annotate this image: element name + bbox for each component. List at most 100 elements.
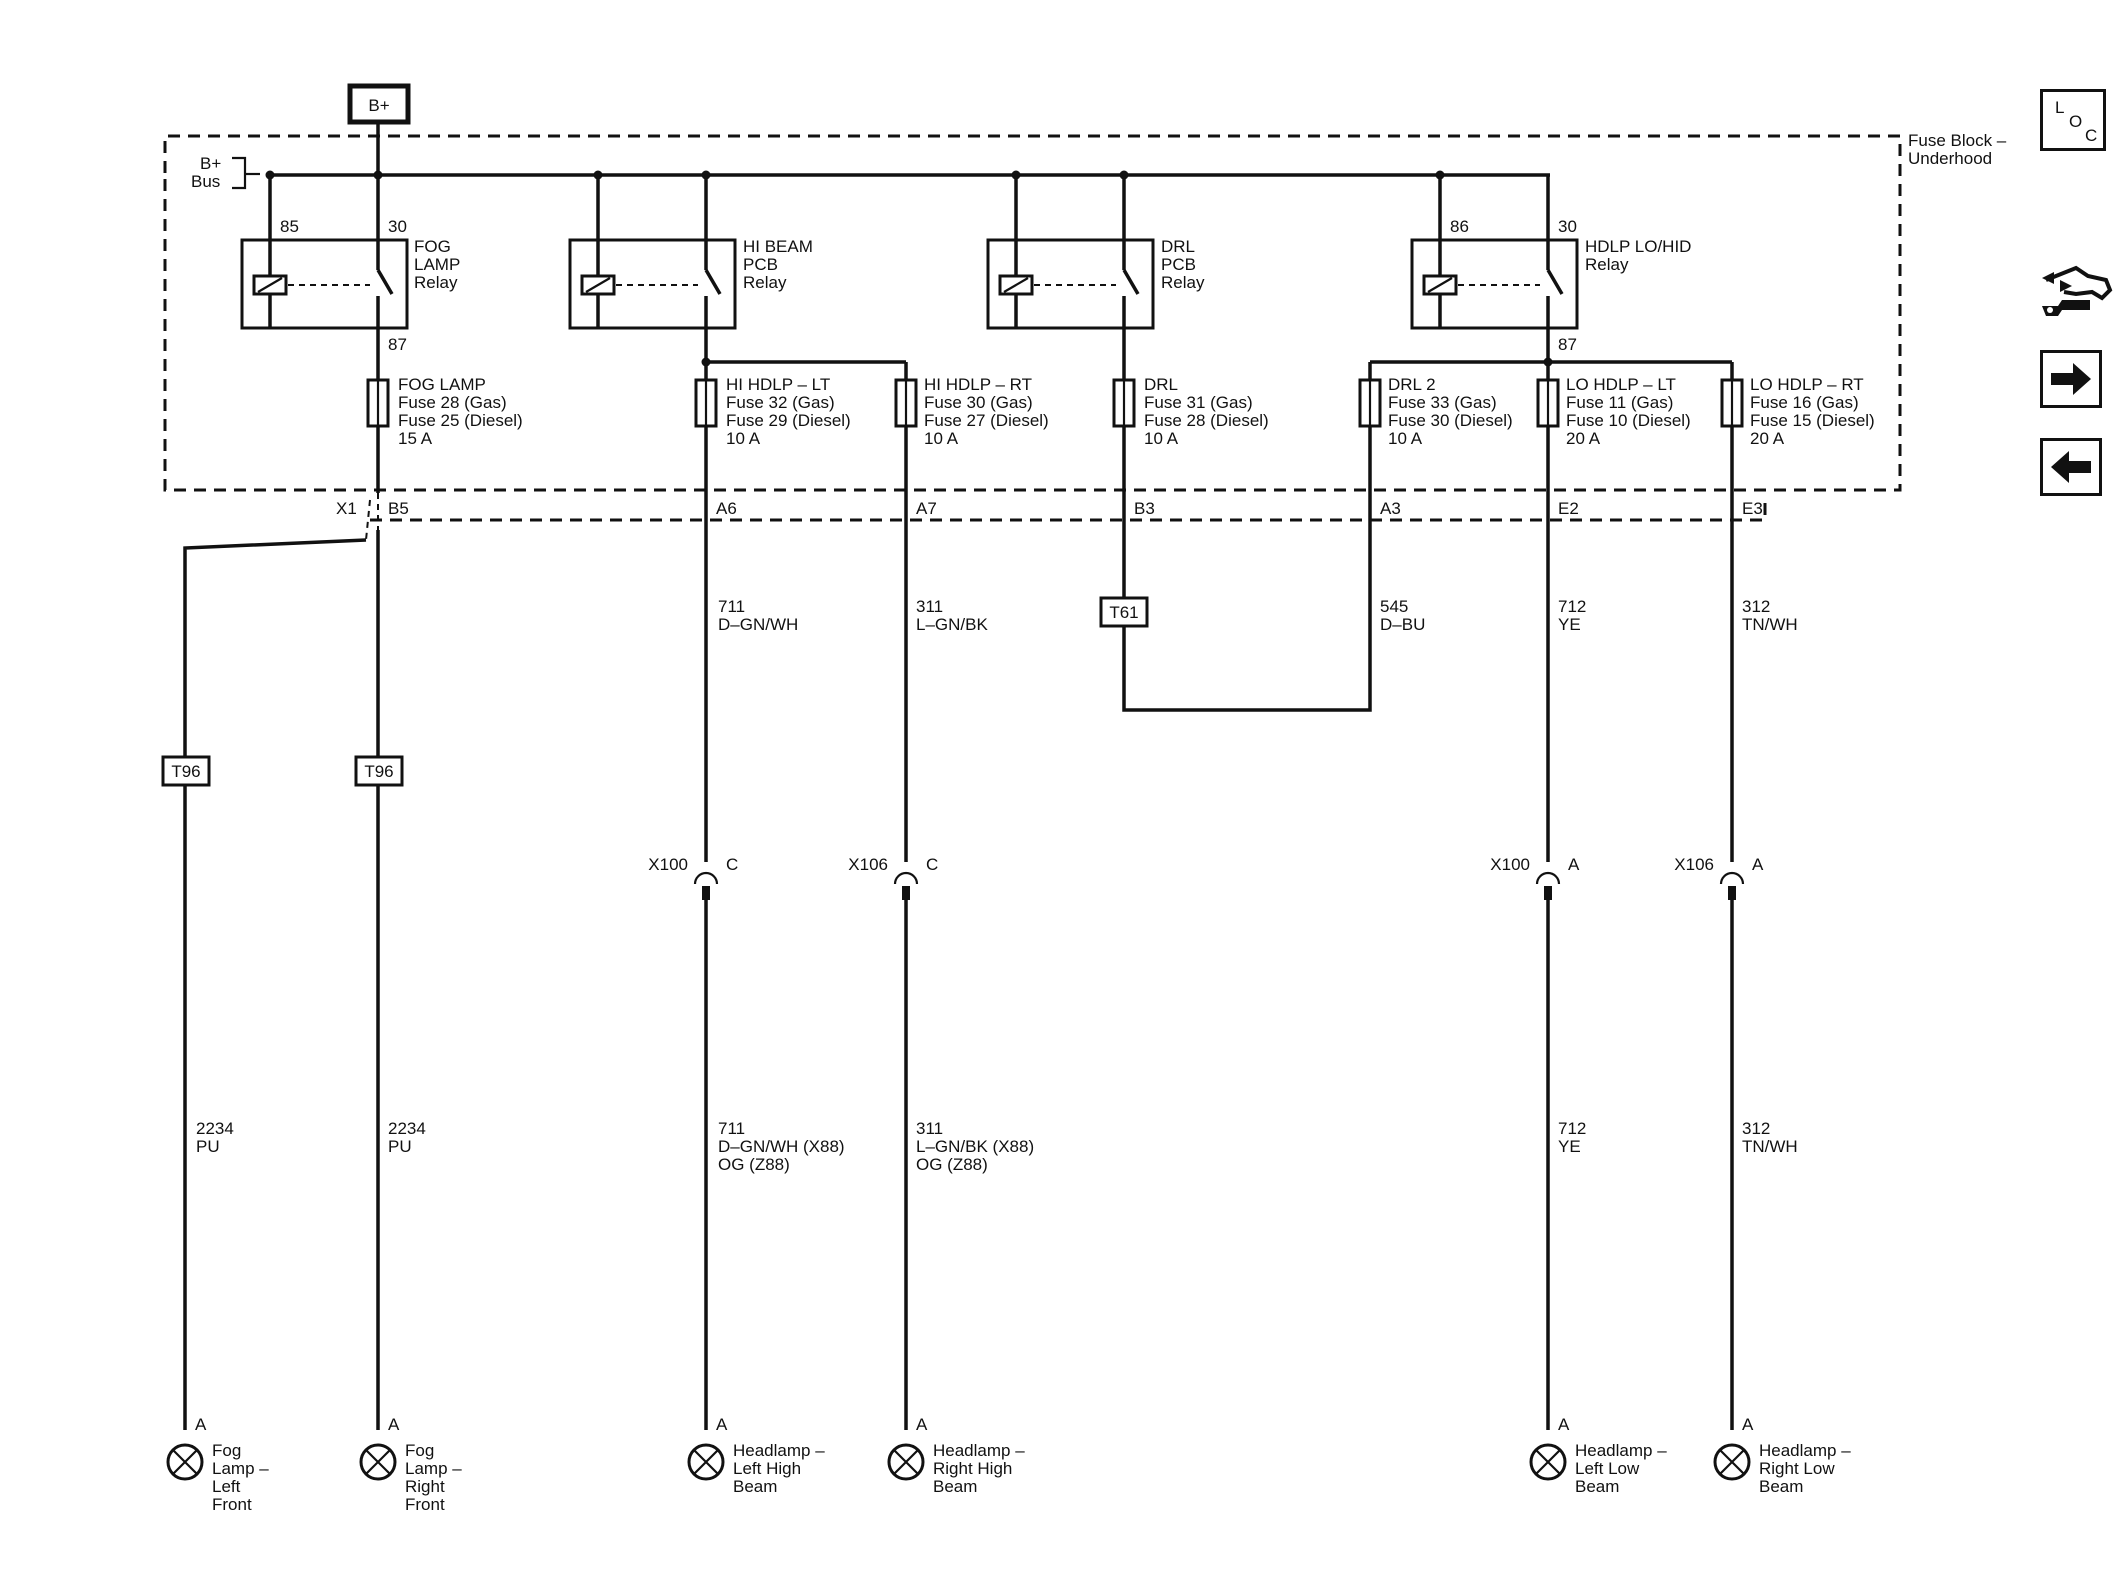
fuse-drl: DRL Fuse 31 (Gas) Fuse 28 (Diesel) 10 A — [1112, 375, 1269, 448]
fuse-drl-line-3: Fuse 28 (Diesel) — [1144, 411, 1269, 430]
lamp-right-low-pin: A — [1742, 1415, 1754, 1434]
relay-fog-pin-left: 85 — [280, 217, 299, 236]
fuse-lo-hdlp-rt: LO HDLP – RT Fuse 16 (Gas) Fuse 15 (Dies… — [1720, 375, 1875, 448]
lamp-headlamp-right-high: A Headlamp – Right High Beam — [887, 1415, 1025, 1496]
wire-lower-3-b: D–GN/WH (X88) — [718, 1137, 845, 1156]
splice-t96-left-label: T96 — [171, 762, 200, 781]
wire-lower-1-b: PU — [196, 1137, 220, 1156]
lamp-fog-left-front: A Fog Lamp – Left Front — [166, 1415, 269, 1514]
fuse-drl-line-4: 10 A — [1144, 429, 1179, 448]
lamp-right-high-line-3: Beam — [933, 1477, 977, 1496]
wire-712-color: YE — [1558, 615, 1581, 634]
bus-label-2: Bus — [191, 172, 220, 191]
lamp-right-low-line-1: Headlamp – — [1759, 1441, 1851, 1460]
wire-lower-2-b: PU — [388, 1137, 412, 1156]
lamp-left-low-line-3: Beam — [1575, 1477, 1619, 1496]
splice-t96-right-label: T96 — [364, 762, 393, 781]
relay-hdlp-label-1: HDLP LO/HID — [1585, 237, 1691, 256]
lamp-fog-right-line-4: Front — [405, 1495, 445, 1514]
b-plus-input: B+ — [347, 83, 411, 175]
fuse-fog-line-4: 15 A — [398, 429, 433, 448]
arrow-right-icon — [2051, 363, 2091, 395]
fuse-hi-lt-line-2: Fuse 32 (Gas) — [726, 393, 835, 412]
connector-x100-a: X100 A — [1490, 855, 1580, 900]
lamp-fog-left-pin: A — [195, 1415, 207, 1434]
fuse-lo-lt-line-3: Fuse 10 (Diesel) — [1566, 411, 1691, 430]
loc-letter-l: L — [2055, 98, 2065, 117]
fuse-drl-2: DRL 2 Fuse 33 (Gas) Fuse 30 (Diesel) 10 … — [1358, 375, 1513, 448]
wire-712-circuit: 712 — [1558, 597, 1586, 616]
x106-a-pin: A — [1752, 855, 1764, 874]
fuse-hi-rt-line-3: Fuse 27 (Diesel) — [924, 411, 1049, 430]
pin-a7: A7 — [916, 499, 937, 518]
b-plus-label: B+ — [368, 96, 389, 115]
lamp-fog-left-line-4: Front — [212, 1495, 252, 1514]
pin-a6: A6 — [716, 499, 737, 518]
lamp-right-low-line-2: Right Low — [1759, 1459, 1835, 1478]
lamp-fog-right-line-2: Lamp – — [405, 1459, 462, 1478]
wire-labels-lower: 2234 PU 2234 PU 711 D–GN/WH (X88) OG (Z8… — [196, 1119, 1798, 1174]
connector-tool-icon — [2042, 265, 2113, 316]
relay-hi-beam-label-3: Relay — [743, 273, 787, 292]
lamp-left-low-line-2: Left Low — [1575, 1459, 1640, 1478]
pin-a3: A3 — [1380, 499, 1401, 518]
pin-e2: E2 — [1558, 499, 1579, 518]
relay-drl-label-3: Relay — [1161, 273, 1205, 292]
lamp-right-high-line-2: Right High — [933, 1459, 1012, 1478]
relay-outputs — [376, 328, 1734, 380]
lamp-fog-left-line-3: Left — [212, 1477, 241, 1496]
fuse-hi-lt-line-1: HI HDLP – LT — [726, 375, 830, 394]
lamp-headlamp-left-low: A Headlamp – Left Low Beam — [1529, 1415, 1667, 1496]
location-button[interactable]: L O C — [2040, 89, 2106, 151]
lamps: A Fog Lamp – Left Front A Fog Lamp – Rig… — [166, 1415, 1851, 1514]
lamp-right-high-pin: A — [916, 1415, 928, 1434]
x106-c-pin: C — [926, 855, 938, 874]
wire-lower-5-a: 712 — [1558, 1119, 1586, 1138]
fuse-drl2-line-3: Fuse 30 (Diesel) — [1388, 411, 1513, 430]
fuse-block-outline: Fuse Block – Underhood — [163, 131, 2007, 522]
x100-c-name: X100 — [648, 855, 688, 874]
fuse-block-label-2: Underhood — [1908, 149, 1992, 168]
relay-fog-label-2: LAMP — [414, 255, 460, 274]
fuse-hi-rt-line-4: 10 A — [924, 429, 959, 448]
lamp-left-low-pin: A — [1558, 1415, 1570, 1434]
connector-tool-button[interactable] — [2036, 250, 2114, 330]
fuse-lo-rt-line-1: LO HDLP – RT — [1750, 375, 1864, 394]
pin-e3: E3 — [1742, 499, 1763, 518]
loc-letter-o: O — [2069, 112, 2083, 131]
x100-a-pin: A — [1568, 855, 1580, 874]
fuse-hi-rt-line-2: Fuse 30 (Gas) — [924, 393, 1033, 412]
lamp-left-high-line-2: Left High — [733, 1459, 801, 1478]
relay-hi-beam: HI BEAM PCB Relay — [568, 237, 813, 330]
x100-a-name: X100 — [1490, 855, 1530, 874]
pin-b3: B3 — [1134, 499, 1155, 518]
relay-hdlp-lo-hid: 86 30 87 HDLP LO/HID Relay — [1410, 217, 1691, 354]
wire-lower-3-c: OG (Z88) — [718, 1155, 790, 1174]
relay-fog-lamp: 85 30 87 FOG LAMP Relay — [240, 217, 460, 354]
pin-b5: B5 — [388, 499, 409, 518]
relay-drl-label-1: DRL — [1161, 237, 1195, 256]
fuse-lo-lt-line-4: 20 A — [1566, 429, 1601, 448]
fuse-fog-lamp: FOG LAMP Fuse 28 (Gas) Fuse 25 (Diesel) … — [366, 375, 523, 448]
lamp-fog-right-line-1: Fog — [405, 1441, 434, 1460]
inline-connectors: X100 C X106 C X100 A X106 A — [648, 855, 1764, 900]
wire-545-circuit: 545 — [1380, 597, 1408, 616]
fuse-fog-line-2: Fuse 28 (Gas) — [398, 393, 507, 412]
wire-lower-2-a: 2234 — [388, 1119, 426, 1138]
fuse-drl2-line-2: Fuse 33 (Gas) — [1388, 393, 1497, 412]
fuse-drl2-line-4: 10 A — [1388, 429, 1423, 448]
fuse-lo-rt-line-2: Fuse 16 (Gas) — [1750, 393, 1859, 412]
wire-312-color: TN/WH — [1742, 615, 1798, 634]
fuse-block-connector-pins: X1 B5 A6 A7 B3 A3 E2 E3 — [336, 499, 1763, 518]
wire-545-color: D–BU — [1380, 615, 1425, 634]
previous-page-button[interactable] — [2040, 438, 2102, 496]
fuse-drl-line-1: DRL — [1144, 375, 1178, 394]
next-page-button[interactable] — [2040, 350, 2102, 408]
relay-hdlp-pin-out: 87 — [1558, 335, 1577, 354]
lamp-left-high-line-1: Headlamp – — [733, 1441, 825, 1460]
arrow-left-icon — [2051, 451, 2091, 483]
lamp-fog-left-line-1: Fog — [212, 1441, 241, 1460]
lamp-left-high-line-3: Beam — [733, 1477, 777, 1496]
fuse-lo-lt-line-1: LO HDLP – LT — [1566, 375, 1676, 394]
